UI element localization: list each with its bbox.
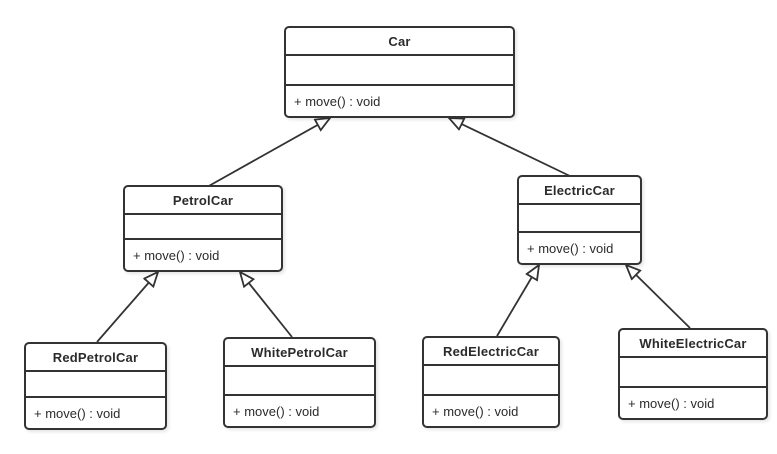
class-attributes-compartment — [125, 215, 281, 240]
class-name: RedElectricCar — [424, 338, 558, 366]
class-box-car[interactable]: Car + move() : void — [284, 26, 515, 118]
generalization-whitepetrolcar-to-petrolcar[interactable] — [240, 272, 293, 338]
class-name: PetrolCar — [125, 187, 281, 215]
class-name: RedPetrolCar — [26, 344, 165, 372]
generalization-redpetrolcar-to-petrolcar[interactable] — [96, 272, 158, 343]
generalization-whiteelectriccar-to-electriccar[interactable] — [626, 265, 691, 329]
class-box-whiteelectriccar[interactable]: WhiteElectricCar + move() : void — [618, 328, 768, 420]
generalization-redelectriccar-to-electriccar[interactable] — [496, 265, 539, 337]
class-box-whitepetrolcar[interactable]: WhitePetrolCar + move() : void — [223, 337, 376, 428]
class-name: ElectricCar — [519, 177, 640, 205]
class-method: + move() : void — [527, 240, 614, 256]
class-attributes-compartment — [519, 205, 640, 233]
class-box-redelectriccar[interactable]: RedElectricCar + move() : void — [422, 336, 560, 428]
generalization-petrolcar-to-car[interactable] — [206, 118, 330, 188]
class-attributes-compartment — [26, 372, 165, 398]
class-box-redpetrolcar[interactable]: RedPetrolCar + move() : void — [24, 342, 167, 430]
class-box-electriccar[interactable]: ElectricCar + move() : void — [517, 175, 642, 265]
class-name: WhiteElectricCar — [620, 330, 766, 358]
class-method: + move() : void — [432, 403, 519, 419]
class-box-petrolcar[interactable]: PetrolCar + move() : void — [123, 185, 283, 272]
class-method: + move() : void — [628, 395, 715, 411]
class-method: + move() : void — [34, 405, 121, 421]
generalization-electriccar-to-car[interactable] — [449, 118, 573, 178]
class-method: + move() : void — [233, 403, 320, 419]
class-attributes-compartment — [225, 367, 374, 396]
class-attributes-compartment — [286, 56, 513, 86]
class-attributes-compartment — [620, 358, 766, 388]
class-name: Car — [286, 28, 513, 56]
class-attributes-compartment — [424, 366, 558, 396]
class-method: + move() : void — [294, 93, 381, 109]
class-method: + move() : void — [133, 247, 220, 263]
class-name: WhitePetrolCar — [225, 339, 374, 367]
